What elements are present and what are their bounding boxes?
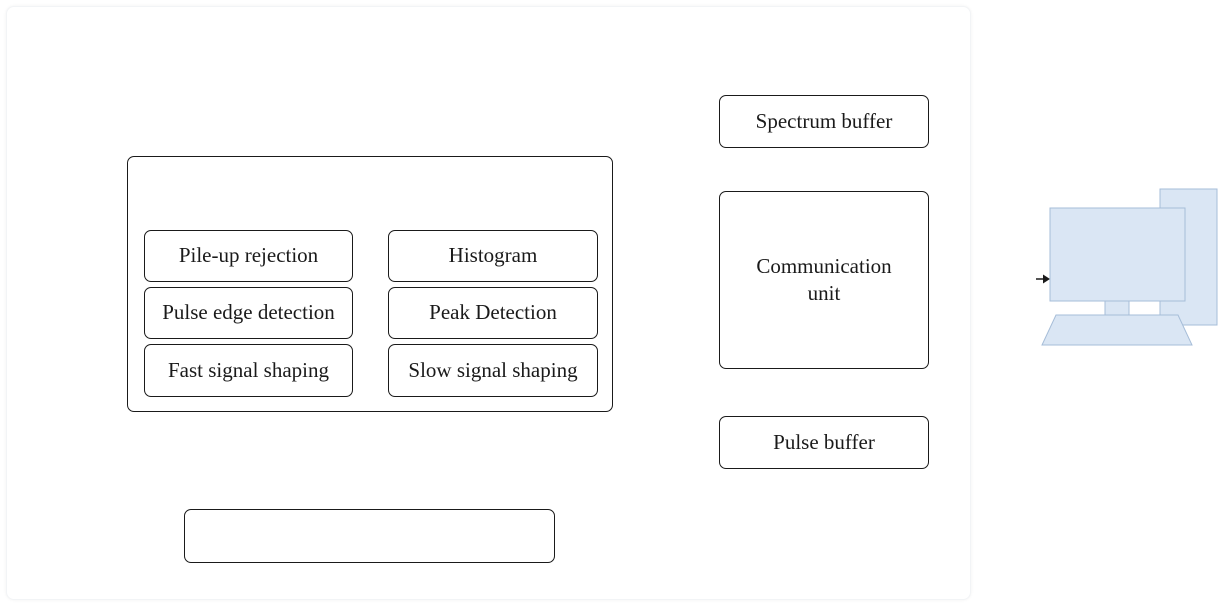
histogram-block: Histogram — [388, 230, 598, 282]
communication-unit-label: Communication unit — [756, 253, 892, 305]
spectrum-buffer-block: Spectrum buffer — [719, 95, 929, 148]
slow-signal-shaping-block: Slow signal shaping — [388, 344, 598, 397]
arrow-icon — [1036, 274, 1050, 284]
communication-unit-block: Communication unit — [719, 191, 929, 369]
pile-up-rejection-block: Pile-up rejection — [144, 230, 353, 282]
peak-detection-block: Peak Detection — [388, 287, 598, 339]
empty-block — [184, 509, 555, 563]
pulse-edge-detection-block: Pulse edge detection — [144, 287, 353, 339]
computer-icon — [1041, 188, 1218, 346]
fast-signal-shaping-block: Fast signal shaping — [144, 344, 353, 397]
pulse-buffer-block: Pulse buffer — [719, 416, 929, 469]
